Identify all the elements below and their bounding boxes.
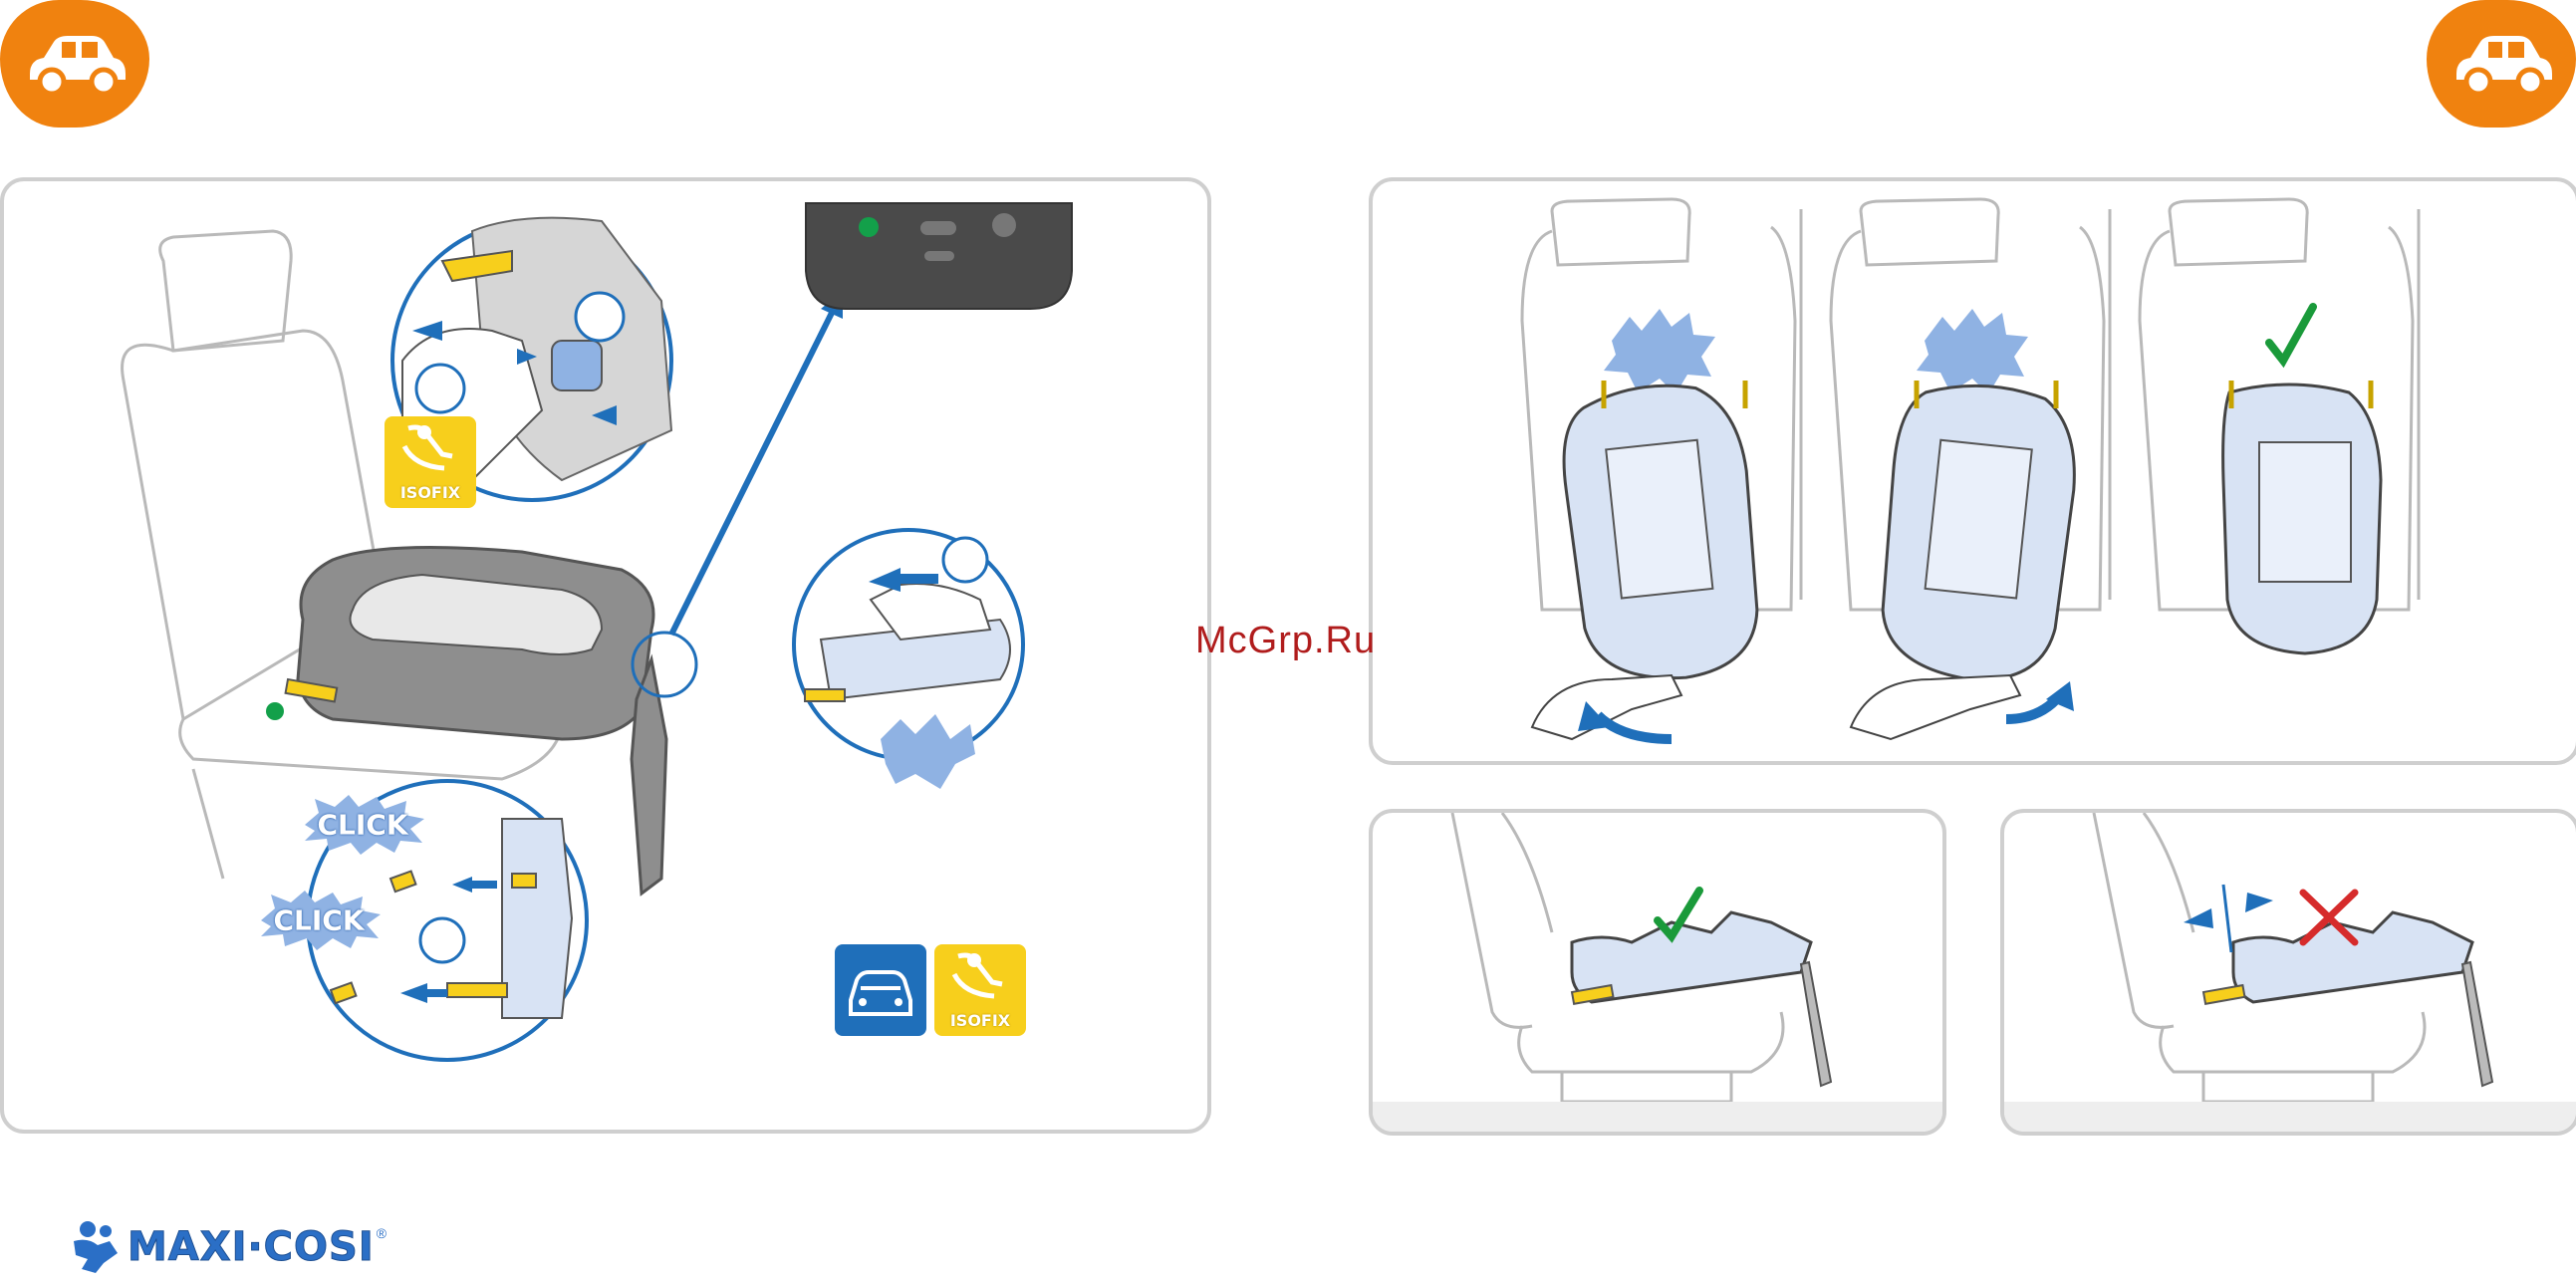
- base-rotated-right: [1873, 378, 2084, 688]
- brand-name: MAXI·COSI: [128, 1224, 375, 1270]
- rotation-illustration: [1373, 181, 2576, 761]
- isofix-label-small: ISOFIX: [385, 483, 476, 502]
- watermark-text: McGrp.Ru: [1195, 620, 1376, 662]
- click-burst-1: CLICK: [299, 795, 426, 855]
- correct-position-illustration: [1373, 813, 1942, 1132]
- installation-illustration: [4, 181, 1207, 1130]
- corner-badge-right: [2427, 0, 2576, 128]
- isofix-tile-small: ISOFIX: [385, 416, 476, 508]
- installation-panel: ISOFIX CLICK CLICK ISOFIX: [0, 177, 1211, 1134]
- vehicle-tile: [835, 944, 926, 1036]
- car-front-icon: [835, 944, 926, 1036]
- floor-strip: [1373, 1102, 1942, 1132]
- brand-registered-mark: ®: [377, 1225, 386, 1241]
- wrong-position-panel: [2000, 809, 2576, 1136]
- maxi-cosi-logo-icon: [68, 1219, 122, 1275]
- isofix-label-large: ISOFIX: [934, 1011, 1026, 1030]
- click-burst-2: CLICK: [255, 891, 383, 950]
- rotation-panel: [1369, 177, 2576, 765]
- brand-logo: MAXI·COSI ®: [68, 1217, 386, 1277]
- click-label-1: CLICK: [299, 809, 426, 842]
- wrong-position-illustration: [2004, 813, 2576, 1132]
- status-light: [859, 217, 879, 237]
- floor-strip: [2004, 1102, 2576, 1132]
- click-label-2: CLICK: [255, 904, 383, 937]
- car-icon: [2448, 30, 2558, 100]
- base-aligned: [2223, 385, 2381, 653]
- child-seat-isofix-icon: [934, 944, 1026, 1014]
- car-icon: [22, 30, 131, 100]
- isofix-tile-large: ISOFIX: [934, 944, 1026, 1036]
- base-rotated-left: [1556, 378, 1767, 688]
- correct-position-panel: [1369, 809, 1946, 1136]
- corner-badge-left: [0, 0, 149, 128]
- child-seat-isofix-icon: [385, 416, 476, 486]
